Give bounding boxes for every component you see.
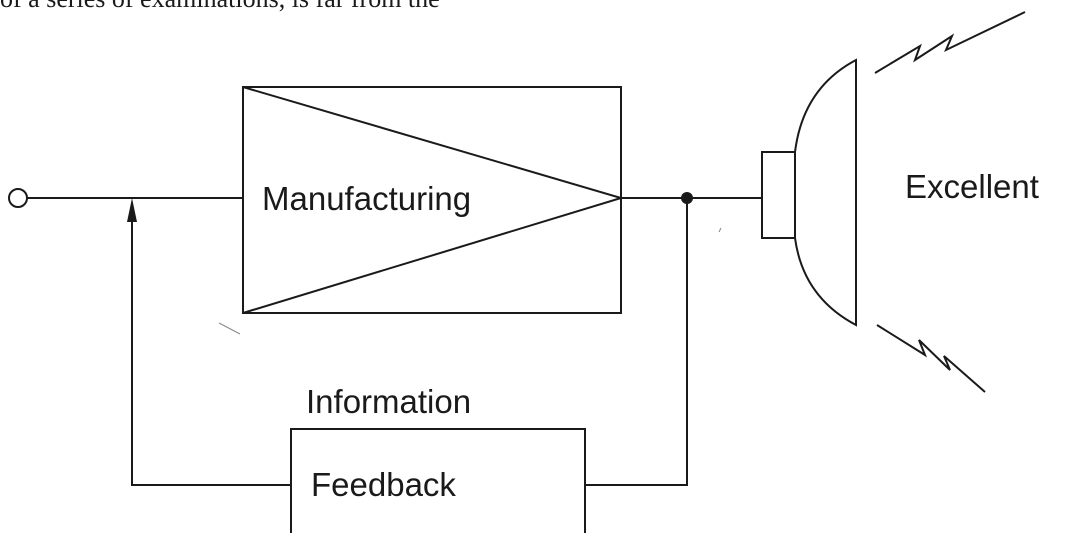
header-text: of a series of examinations, is far from… <box>0 0 440 13</box>
manufacturing-label: Manufacturing <box>262 180 471 217</box>
feedback-arrowhead-icon <box>127 198 137 222</box>
feedback-return-line <box>585 198 688 486</box>
feedback-forward-line <box>131 213 291 486</box>
speaker-magnet <box>761 151 796 239</box>
sound-wave-upper-icon <box>874 11 1026 74</box>
stray-mark <box>218 322 241 335</box>
sound-wave-lower-icon <box>876 324 986 393</box>
manufacturing-block <box>242 86 622 314</box>
information-label: Information <box>306 383 471 420</box>
feedback-block <box>290 428 586 533</box>
speaker-cone-icon <box>794 58 857 327</box>
stray-mark <box>718 227 722 233</box>
feedback-label: Feedback <box>311 466 456 503</box>
excellent-label: Excellent <box>905 168 1039 205</box>
input-terminal <box>8 188 28 208</box>
